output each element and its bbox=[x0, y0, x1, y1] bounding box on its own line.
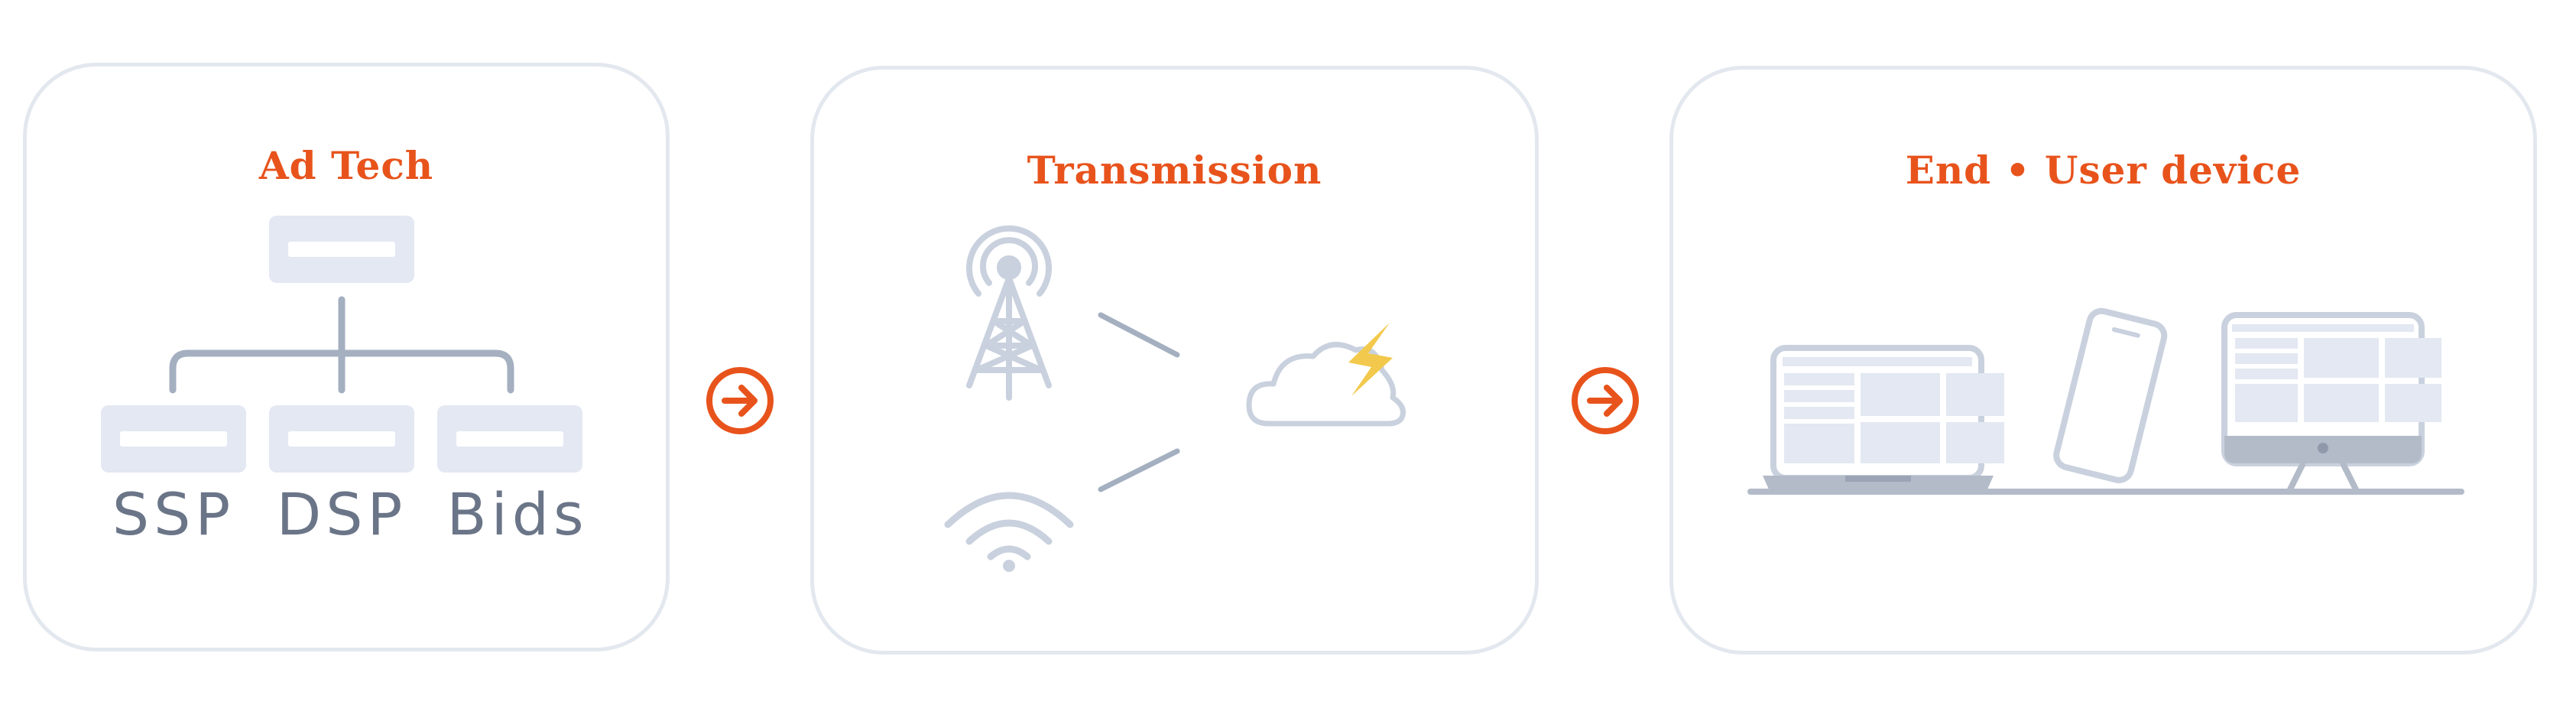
ssp-label: SSP bbox=[112, 480, 235, 548]
smartphone-icon bbox=[2053, 307, 2168, 483]
arrow-right-circle-icon bbox=[1572, 367, 1639, 434]
ssp-node-bar bbox=[120, 431, 227, 447]
bids-node-bar bbox=[456, 431, 563, 447]
end-user-title: End • User device bbox=[1905, 148, 2302, 193]
laptop-icon bbox=[1763, 345, 2004, 489]
dsp-label: DSP bbox=[276, 480, 407, 548]
tree-connectors bbox=[169, 296, 514, 394]
ad-tech-title: Ad Tech bbox=[258, 143, 434, 188]
transmission-panel: Transmission bbox=[810, 66, 1539, 655]
cloud-lightning-icon bbox=[1246, 323, 1406, 427]
ad-tech-panel: Ad Tech bbox=[23, 63, 670, 651]
dsp-node-bar bbox=[288, 431, 395, 447]
root-node-bar bbox=[288, 242, 395, 257]
desktop-monitor-icon bbox=[2221, 312, 2441, 492]
bids-label: Bids bbox=[446, 480, 589, 548]
signal-connectors bbox=[1098, 312, 1180, 492]
wifi-icon bbox=[944, 492, 1074, 572]
transmission-title: Transmission bbox=[1027, 148, 1322, 193]
arrow-right-circle-icon bbox=[706, 367, 774, 434]
cell-tower-icon bbox=[966, 225, 1052, 401]
